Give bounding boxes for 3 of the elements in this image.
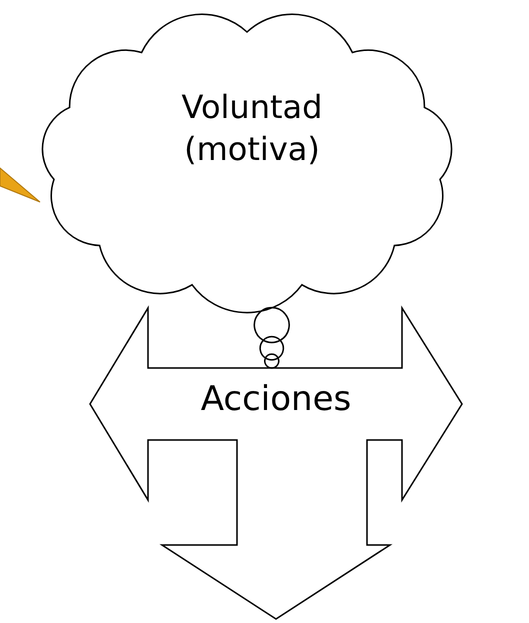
- node-label: Acciones: [200, 378, 352, 421]
- node-label: Voluntad (motiva): [180, 87, 324, 170]
- thought-bubbles: [254, 306, 290, 369]
